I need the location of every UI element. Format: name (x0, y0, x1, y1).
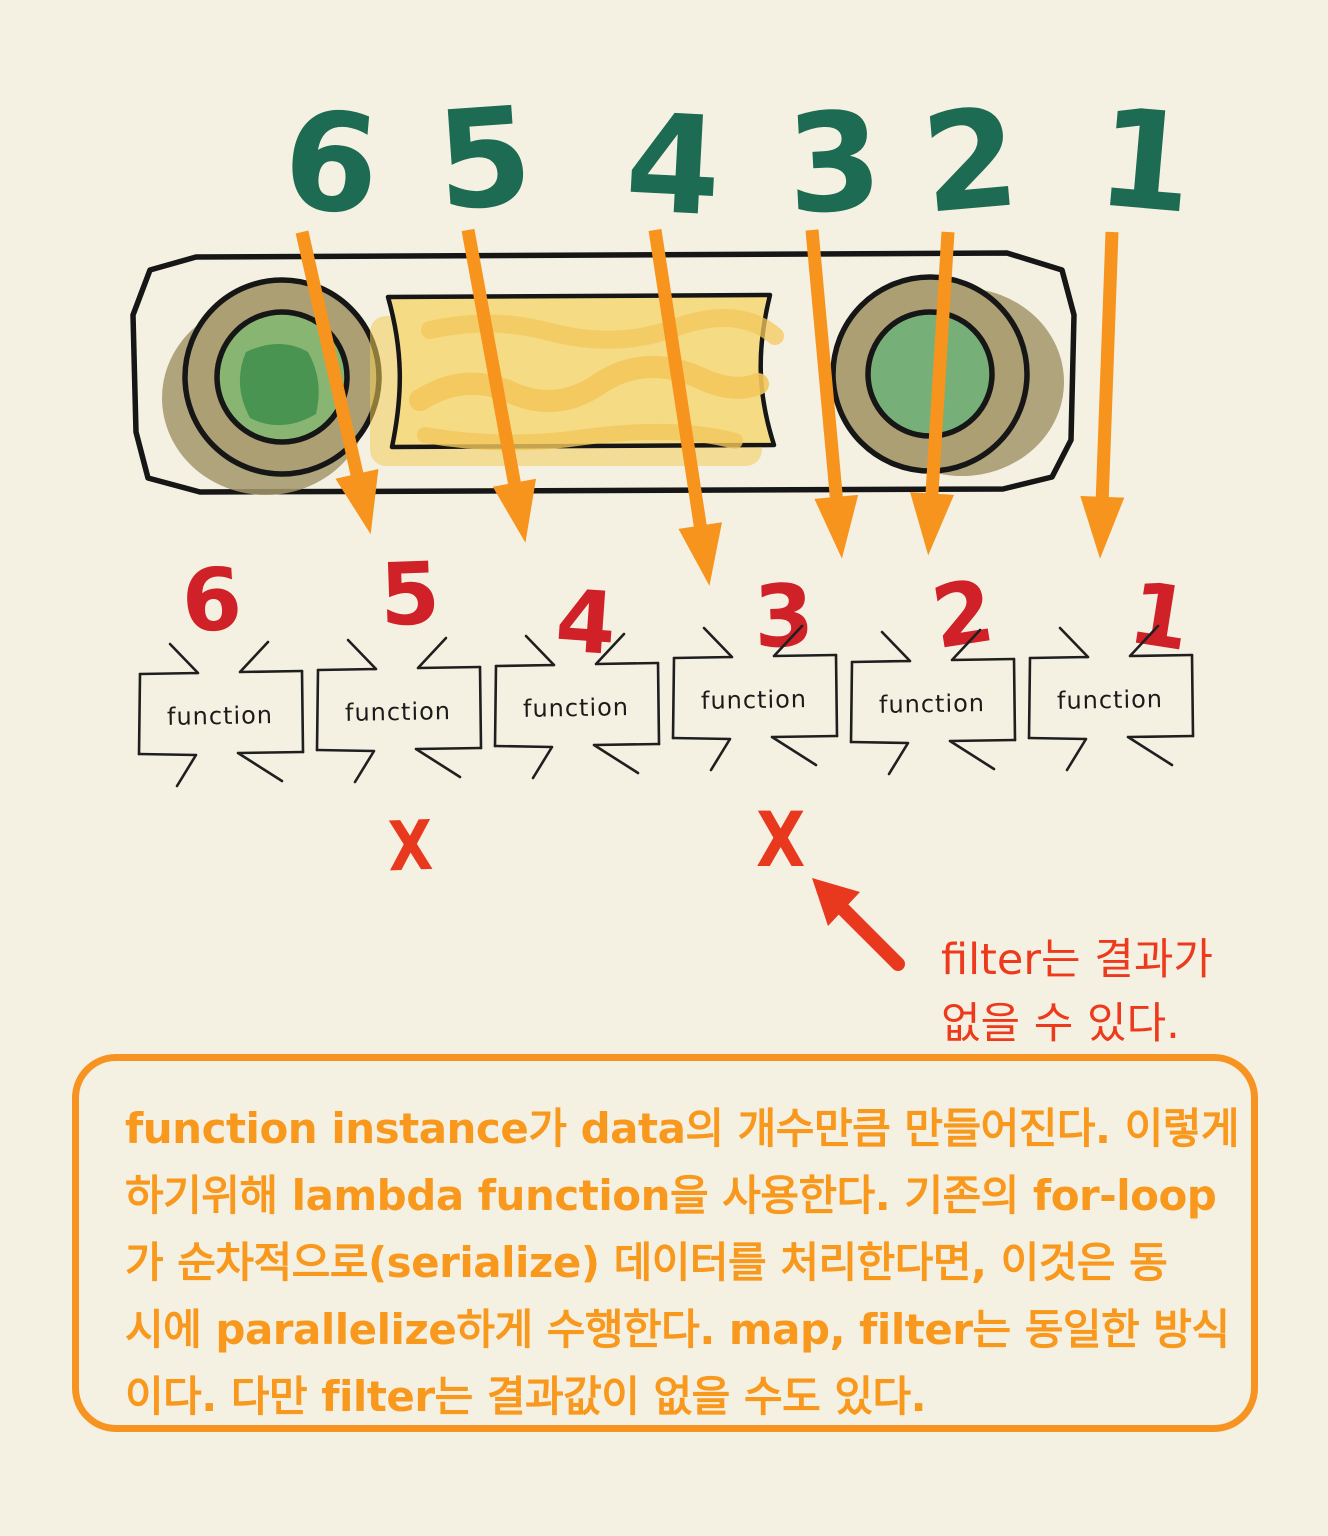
x-mark-right: X (756, 797, 806, 885)
filter-note-line-1: filter는 결과가 (941, 935, 1213, 985)
source-number-3: 3 (782, 82, 886, 246)
function-box-label: function (1056, 685, 1164, 715)
down-arrow-1 (1080, 231, 1125, 559)
left-wheel (162, 277, 382, 495)
down-arrow-2 (910, 231, 955, 556)
function-box-1: function (1021, 612, 1199, 782)
source-number-4: 4 (621, 84, 725, 248)
function-box-label: function (700, 685, 808, 715)
source-number-1: 1 (1091, 79, 1200, 245)
function-box-frame (1027, 624, 1195, 772)
function-box-label: function (344, 697, 452, 727)
function-box-frame (137, 640, 305, 788)
description-line-3: 가 순차적으로(serialize) 데이터를 처리한다면, 이것은 동 (125, 1238, 1168, 1287)
down-arrow-3 (805, 229, 859, 559)
right-wheel (830, 274, 1064, 476)
filter-note-line-2: 없을 수 있다. (941, 999, 1180, 1049)
function-box-label: function (522, 693, 630, 723)
function-box-6: function (131, 628, 309, 798)
function-box-label: function (166, 701, 274, 731)
source-number-2: 2 (916, 79, 1025, 245)
function-box-2: function (843, 616, 1021, 786)
down-arrow-6 (295, 230, 379, 535)
function-box-3: function (665, 612, 843, 782)
down-arrow-4 (648, 229, 722, 586)
description-line-2: 하기위해 lambda function을 사용한다. 기존의 for-loop (125, 1171, 1217, 1220)
function-box-frame (671, 624, 839, 772)
filter-note: filter는 결과가 없을 수 있다. (941, 928, 1213, 1056)
source-number-6: 6 (277, 81, 386, 247)
description-line-5: 이다. 다만 filter는 결과값이 없을 수도 있다. (125, 1372, 927, 1421)
function-box-4: function (487, 620, 665, 790)
function-box-frame (849, 628, 1017, 776)
description-box: function instance가 data의 개수만큼 만들어진다. 이렇게… (72, 1054, 1258, 1432)
description-line-1: function instance가 data의 개수만큼 만들어진다. 이렇게 (125, 1104, 1240, 1153)
down-arrow-5 (461, 228, 537, 543)
source-number-5: 5 (431, 77, 538, 243)
description-line-4: 시에 parallelize하게 수행한다. map, filter는 동일한 … (125, 1305, 1230, 1354)
function-box-5: function (309, 624, 487, 794)
function-box-frame (493, 632, 661, 780)
x-mark-left: X (386, 805, 435, 887)
flow-arrows (295, 228, 1125, 586)
function-box-frame (315, 636, 483, 784)
annotation-arrow (812, 878, 905, 971)
function-box-label: function (878, 689, 986, 719)
belt-outline (130, 250, 1077, 495)
